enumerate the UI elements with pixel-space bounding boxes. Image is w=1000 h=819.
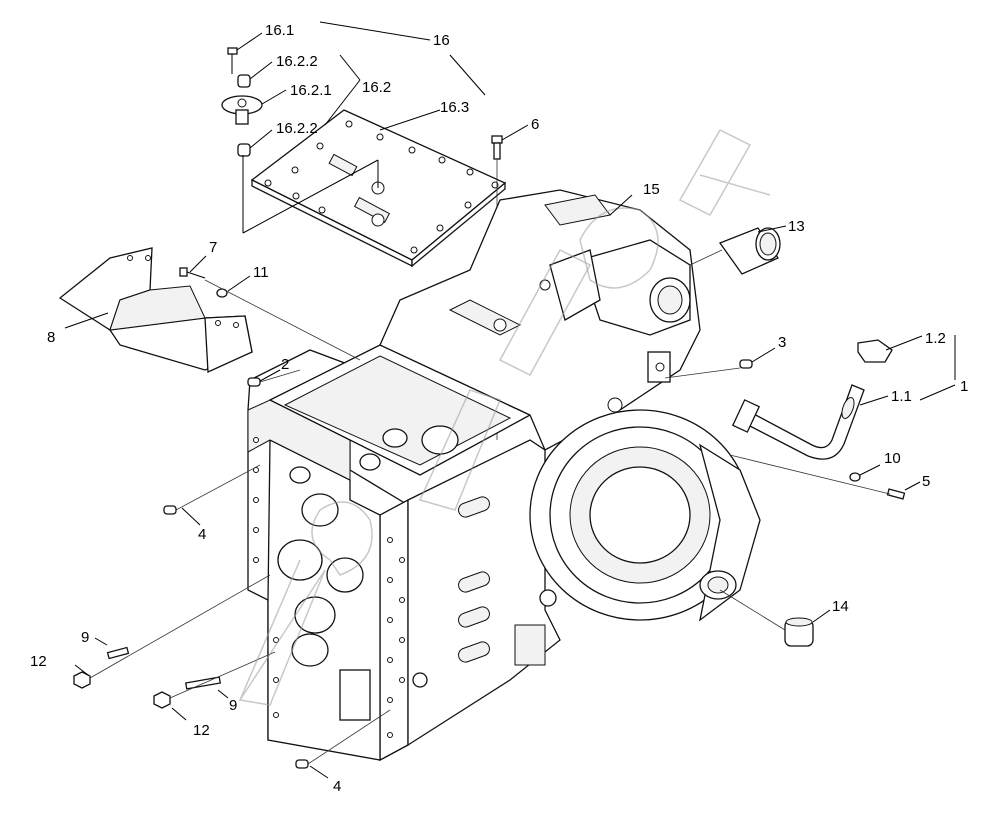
bolt-7 <box>179 267 206 279</box>
bolt-5 <box>886 488 906 500</box>
bushing-16-2-2-bottom <box>237 143 251 157</box>
stud-9-bottom <box>184 676 222 690</box>
callout-11: 11 <box>253 264 269 281</box>
callout-15: 15 <box>643 181 660 198</box>
dowel-2 <box>247 377 261 387</box>
callout-14: 14 <box>832 598 849 615</box>
callout-16: 16 <box>433 32 450 49</box>
callout-4-bottom: 4 <box>333 778 341 795</box>
callout-5: 5 <box>922 473 930 490</box>
washer-10 <box>849 472 861 482</box>
dowel-4-top <box>163 505 177 515</box>
stud-9-top <box>106 646 130 660</box>
callout-8: 8 <box>47 329 55 346</box>
callout-12-bottom: 12 <box>193 722 210 739</box>
callout-4-top: 4 <box>198 526 206 543</box>
leader-lines <box>64 21 956 779</box>
callout-7: 7 <box>209 239 217 256</box>
dowel-4-bottom <box>295 759 309 769</box>
nut-12-top <box>73 671 91 689</box>
callout-16-3: 16.3 <box>440 99 469 116</box>
transmission-housing <box>247 189 761 762</box>
bushing-16-2-2-top <box>237 74 251 88</box>
bush-14 <box>784 617 814 647</box>
callout-1: 1 <box>960 378 968 395</box>
callout-13: 13 <box>788 218 805 235</box>
callout-6: 6 <box>531 116 539 133</box>
callout-16-2: 16.2 <box>362 79 391 96</box>
watermark-logo <box>238 129 771 706</box>
dowel-3 <box>739 359 753 369</box>
flange-16-2-1 <box>221 95 263 125</box>
callout-9-top: 9 <box>81 629 89 646</box>
callout-3: 3 <box>778 334 786 351</box>
callout-16-2-2-top: 16.2.2 <box>276 53 318 70</box>
callout-2: 2 <box>281 356 289 373</box>
callout-16-2-2-bottom: 16.2.2 <box>276 120 318 137</box>
callout-10: 10 <box>884 450 901 467</box>
nut-12-bottom <box>153 691 171 709</box>
callout-16-2-1: 16.2.1 <box>290 82 332 99</box>
callout-12-top: 12 <box>30 653 47 670</box>
callout-1-2: 1.2 <box>925 330 946 347</box>
dipstick-tube-1 <box>731 339 893 460</box>
shield-8 <box>58 247 253 373</box>
bush-13 <box>718 227 781 275</box>
callout-16-1: 16.1 <box>265 22 294 39</box>
callout-9-bottom: 9 <box>229 697 237 714</box>
callout-labels: 16.1 16 16.2.2 16.2.1 16.2 16.2.2 16.3 6… <box>30 22 968 795</box>
bolt-16-1 <box>227 47 238 74</box>
callout-1-1: 1.1 <box>891 388 912 405</box>
